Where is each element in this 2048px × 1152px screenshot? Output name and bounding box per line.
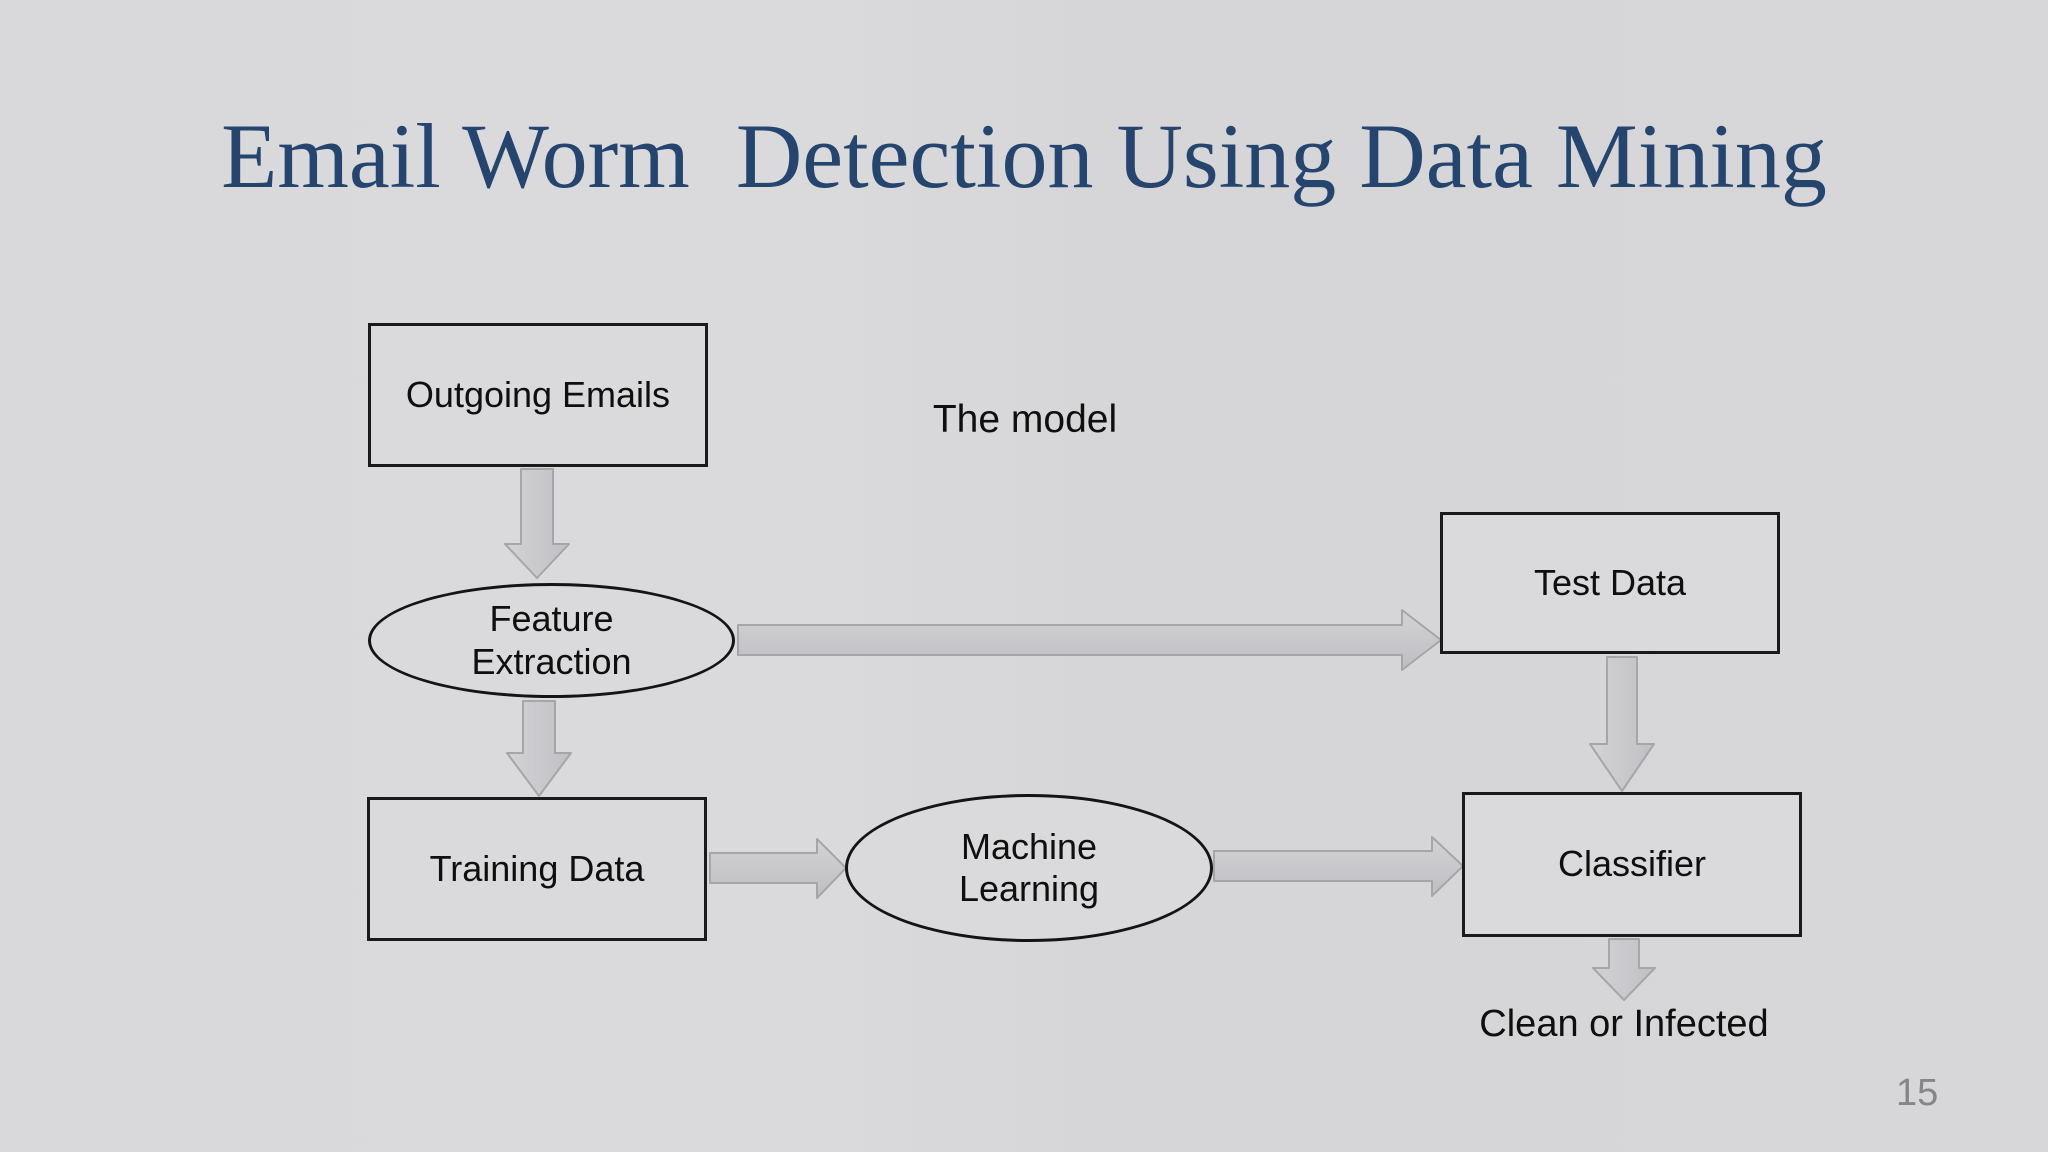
node-training-data: Training Data bbox=[367, 797, 707, 941]
slide-title: Email Worm Detection Using Data Mining bbox=[221, 105, 1827, 207]
node-test-data: Test Data bbox=[1440, 512, 1780, 654]
node-feature-extraction-label: Feature Extraction bbox=[471, 598, 632, 682]
page-number: 15 bbox=[1896, 1072, 1939, 1114]
output-label: Clean or Infected bbox=[1479, 1003, 1769, 1045]
node-machine-learning: Machine Learning bbox=[845, 794, 1213, 942]
node-machine-learning-label: Machine Learning bbox=[958, 825, 1100, 909]
node-outgoing-emails-label: Outgoing Emails bbox=[405, 373, 671, 415]
arrow-training-data-to-machine-learning bbox=[709, 838, 847, 899]
arrow-outgoing-to-feature-extraction bbox=[504, 468, 570, 579]
arrow-classifier-to-result bbox=[1592, 938, 1656, 1001]
model-annotation: The model bbox=[932, 398, 1118, 441]
arrow-feature-extraction-to-test-data bbox=[737, 609, 1442, 671]
node-training-data-label: Training Data bbox=[429, 847, 645, 889]
node-classifier: Classifier bbox=[1462, 792, 1802, 937]
arrow-test-data-to-classifier bbox=[1589, 656, 1655, 792]
node-test-data-label: Test Data bbox=[1533, 561, 1687, 603]
arrow-feature-extraction-to-training-data bbox=[506, 700, 572, 797]
node-classifier-label: Classifier bbox=[1557, 843, 1707, 885]
node-outgoing-emails: Outgoing Emails bbox=[368, 323, 708, 467]
node-feature-extraction: Feature Extraction bbox=[368, 583, 735, 698]
arrow-machine-learning-to-classifier bbox=[1213, 836, 1464, 897]
